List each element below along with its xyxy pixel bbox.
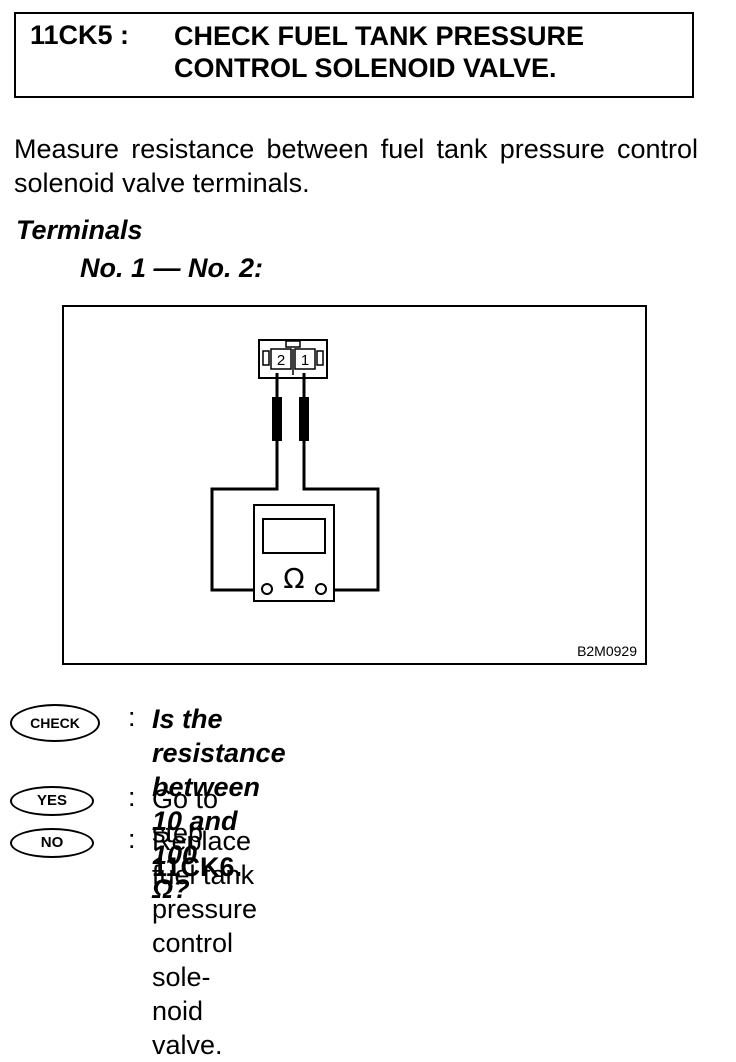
no-action-line2: noid valve. xyxy=(152,996,223,1060)
check-question: Is the resistance between 10 and 100 Ω? xyxy=(152,702,286,906)
terminals-label: Terminals xyxy=(16,215,143,245)
terminals-value: No. 1 — No. 2: xyxy=(80,253,264,283)
yes-action-suffix: . xyxy=(234,852,243,882)
connector-pin-1: 1 xyxy=(301,352,309,369)
check-question-line1: Is the resistance between 10 and 100 xyxy=(152,704,286,870)
check-badge: CHECK xyxy=(10,704,100,742)
ohmmeter-icon: Ω xyxy=(253,504,335,602)
figure-code: B2M0929 xyxy=(577,643,637,659)
instruction-text: Measure resistance between fuel tank pre… xyxy=(14,134,698,198)
probe-left xyxy=(272,397,282,441)
step-header: 11CK5 : CHECK FUEL TANK PRESSURE CONTROL… xyxy=(14,12,694,98)
connector-icon: 2 1 xyxy=(258,339,328,379)
step-id: 11CK5 : xyxy=(30,20,130,50)
check-colon: : xyxy=(128,702,136,732)
step-title-line2: CONTROL SOLENOID VALVE. xyxy=(174,53,557,83)
measurement-diagram: 2 1 Ω B2M0929 xyxy=(62,305,647,665)
yes-action: Go to step 11CK6. xyxy=(152,782,242,884)
check-question-line2: Ω? xyxy=(152,874,190,904)
yes-colon: : xyxy=(128,782,136,812)
connector-pin-2: 2 xyxy=(277,352,285,369)
step-title-line1: CHECK FUEL TANK PRESSURE xyxy=(174,21,585,51)
no-colon: : xyxy=(128,824,136,854)
yes-badge: YES xyxy=(10,786,94,816)
ohm-symbol: Ω xyxy=(283,562,304,595)
yes-action-prefix: Go to step xyxy=(152,784,219,848)
probe-leads xyxy=(210,373,380,592)
step-title: CHECK FUEL TANK PRESSURE CONTROL SOLENOI… xyxy=(174,20,584,84)
no-action: Replace fuel tank pressure control sole-… xyxy=(152,824,257,1062)
diagram-graphic: 2 1 Ω xyxy=(210,339,380,602)
no-action-line1: Replace fuel tank pressure control sole- xyxy=(152,826,258,992)
probe-right xyxy=(299,397,309,441)
no-badge: NO xyxy=(10,828,94,858)
yes-action-step: 11CK6 xyxy=(152,852,235,882)
